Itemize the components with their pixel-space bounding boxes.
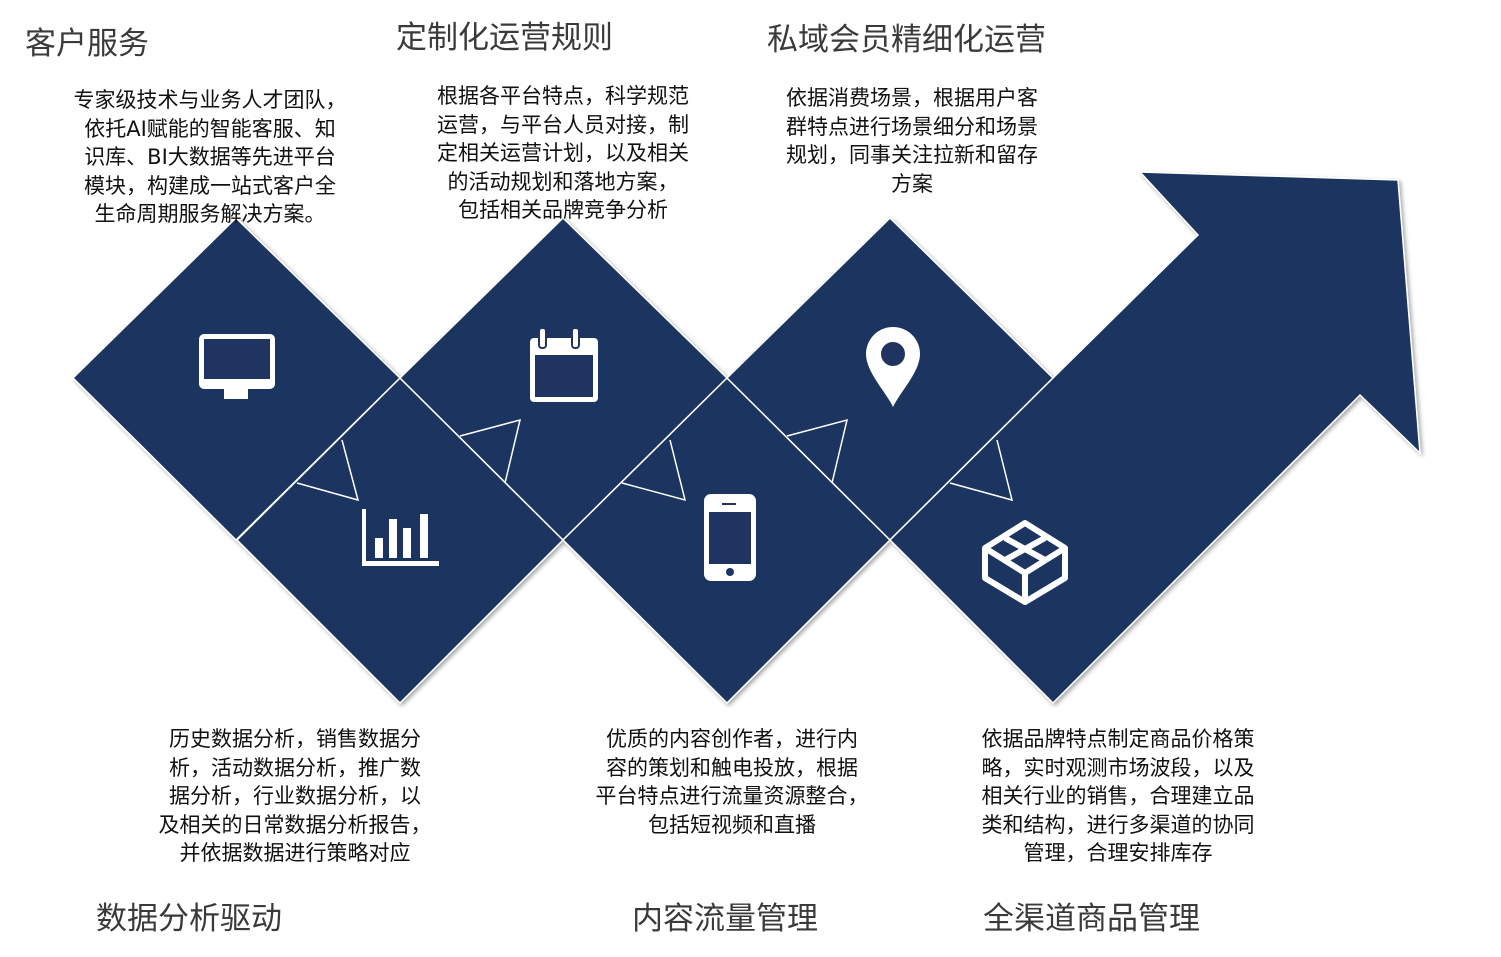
step-desc-data-analysis: 历史数据分析，销售数据分析，活动数据分析，推广数据分析，行业数据分析，以及相关的… [120, 725, 470, 868]
step-title-data-analysis: 数据分析驱动 [96, 901, 282, 937]
step-title-omnichannel: 全渠道商品管理 [983, 901, 1200, 937]
desc-line: 方案 [891, 171, 933, 196]
desc-line: 依托AI赋能的智能客服、知 [84, 116, 336, 141]
desc-line: 定相关运营计划，以及相关 [437, 141, 689, 165]
desc-line: 析，活动数据分析，推广数 [169, 755, 421, 780]
step-title-customer-service: 客户服务 [25, 26, 149, 62]
step-title-private-members: 私域会员精细化运营 [767, 22, 1046, 58]
desc-line: 依据品牌特点制定商品价格策 [981, 727, 1255, 751]
desc-line: 管理，合理安排库存 [1023, 841, 1213, 865]
desc-line: 识库、BI大数据等先进平台 [84, 145, 336, 169]
desc-line: 专家级技术与业务人才团队， [73, 88, 347, 112]
smartphone-icon [704, 494, 756, 581]
desc-line: 略，实时观测市场波段，以及 [981, 755, 1255, 780]
desc-line: 优质的内容创作者，进行内 [606, 727, 858, 751]
desc-line: 群特点进行场景细分和场景 [786, 114, 1038, 139]
desc-line: 历史数据分析，销售数据分 [169, 727, 421, 751]
desc-line: 包括相关品牌竞争分析 [458, 198, 668, 222]
connector-triangles [296, 418, 1014, 502]
desc-line: 据分析，行业数据分析，以 [169, 784, 421, 808]
icons [199, 327, 1068, 605]
desc-line: 平台特点进行流量资源整合， [595, 784, 869, 808]
step-desc-omnichannel: 依据品牌特点制定商品价格策略，实时观测市场波段，以及相关行业的销售，合理建立品类… [938, 725, 1298, 868]
desc-line: 类和结构，进行多渠道的协同 [981, 812, 1255, 837]
desc-line: 规划，同事关注拉新和留存 [786, 143, 1038, 167]
desc-line: 及相关的日常数据分析报告， [158, 812, 432, 837]
calendar-icon [530, 327, 598, 402]
desc-line: 依据消费场景，根据用户客 [786, 86, 1038, 110]
step-desc-private-members: 依据消费场景，根据用户客群特点进行场景细分和场景规划，同事关注拉新和留存方案 [742, 84, 1082, 198]
box-icon [982, 520, 1068, 605]
desc-line: 的活动规划和落地方案， [447, 169, 679, 194]
step-title-operations-rules: 定制化运营规则 [396, 20, 613, 56]
step-desc-content-traffic: 优质的内容创作者，进行内容的策划和触电投放，根据平台特点进行流量资源整合， 包括短… [562, 725, 902, 839]
desc-line: 模块，构建成一站式客户全 [84, 173, 336, 198]
bar-chart-icon [362, 509, 439, 566]
monitor-icon [199, 334, 275, 399]
step-title-content-traffic: 内容流量管理 [632, 901, 818, 937]
desc-line: 运营，与平台人员对接，制 [437, 112, 689, 137]
desc-line: 并依据数据进行策略对应 [179, 841, 411, 865]
desc-line: 生命周期服务解决方案。 [94, 202, 326, 226]
desc-line: 根据各平台特点，科学规范 [437, 84, 689, 108]
step-desc-operations-rules: 根据各平台特点，科学规范运营，与平台人员对接，制定相关运营计划，以及相关的活动规… [393, 82, 733, 225]
desc-line: 包括短视频和直播 [648, 812, 816, 837]
step-desc-customer-service: 专家级技术与业务人才团队， 依托AI赋能的智能客服、知识库、BI大数据等先进平台模… [40, 86, 380, 229]
desc-line: 容的策划和触电投放，根据 [606, 755, 858, 780]
desc-line: 相关行业的销售，合理建立品 [981, 784, 1255, 808]
location-pin-icon [866, 327, 920, 407]
